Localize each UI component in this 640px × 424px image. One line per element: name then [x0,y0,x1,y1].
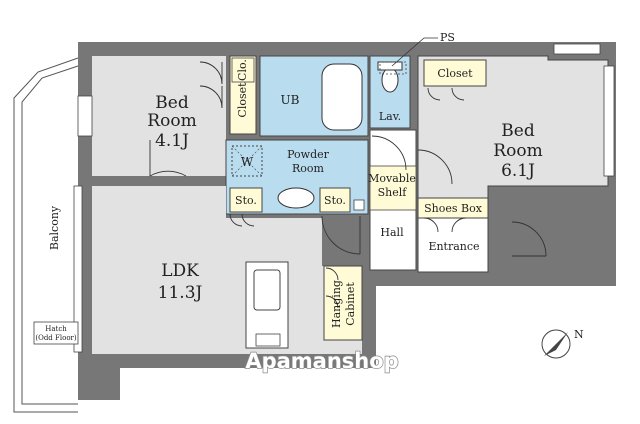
ps-leader [391,37,438,67]
clo-label: Clo. [236,59,249,81]
lav-label: Lav. [379,110,401,123]
ps-label: PS [440,31,455,44]
ldk-name: LDK [161,261,199,281]
ub-label: UB [281,93,300,107]
hanging-cabinet-line1: Hanging [330,280,343,328]
hanging-cabinet-line2: Cabinet [344,282,357,326]
ldk-area: 11.3J [158,283,203,303]
movable-shelf-line2: Shelf [378,186,408,199]
fixtures [231,61,403,211]
hatch-marker [33,321,79,345]
shoes-box-label: Shoes Box [424,202,483,215]
bedroom-left-area: 4.1J [155,131,189,151]
balcony-area [13,57,79,413]
closet-left-label: Closet [236,82,249,118]
sto-right-label: Sto. [324,194,346,207]
hall-label: Hall [380,226,404,239]
closet-right-label: Closet [437,67,473,80]
powder-line2: Room [292,162,325,175]
doors [149,61,547,309]
labels: Bed Room 4.1J Bed Room 6.1J LDK 11.3J UB… [35,31,584,374]
room-floors [78,55,609,354]
hatch-line1: Hatch [45,325,67,333]
north-compass [541,329,571,359]
bedroom-right-area: 6.1J [501,161,535,181]
bedroom-right-line1: Bed [501,121,535,141]
balcony-label: Balcony [48,205,61,250]
washer-label: W [241,155,254,169]
hatch-line2: (Odd Floor) [35,334,77,342]
north-label: N [574,328,584,341]
powder-line1: Powder [287,148,330,161]
bedroom-left-line1: Bed [155,93,189,113]
watermark: Apamanshop [245,349,398,373]
sto-left-label: Sto. [235,194,257,207]
windows [73,43,615,353]
movable-shelf-line1: Movable [368,172,416,185]
bedroom-left-line2: Room [147,111,196,131]
entrance-label: Entrance [428,240,479,253]
bedroom-right-line2: Room [493,141,542,161]
